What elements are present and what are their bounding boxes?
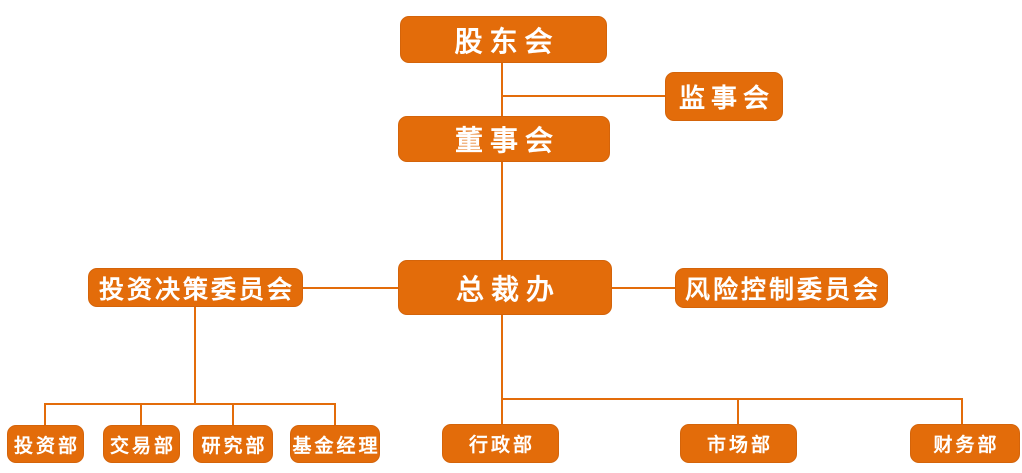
connector-president-risk-committee <box>611 287 675 289</box>
node-admin-dept-label: 行政部 <box>468 434 535 456</box>
node-research-dept-label: 研究部 <box>201 434 268 457</box>
node-risk-control-committee: 风险控制委员会 <box>675 268 888 308</box>
node-trading-dept: 交易部 <box>103 425 180 463</box>
connector-shareholders-supervisory <box>501 95 665 97</box>
node-admin-dept: 行政部 <box>442 424 559 463</box>
node-shareholders-meeting: 股东会 <box>400 16 607 63</box>
node-fund-manager-label: 基金经理 <box>292 434 381 457</box>
node-finance-dept: 财务部 <box>910 424 1020 463</box>
node-supervisory-board: 监事会 <box>665 72 783 121</box>
node-trading-dept-label: 交易部 <box>109 434 176 457</box>
node-investment-dept-label: 投资部 <box>13 434 80 457</box>
node-shareholders-meeting-label: 股东会 <box>454 24 560 58</box>
node-board-of-directors: 董事会 <box>398 116 610 162</box>
connector-board-president <box>501 162 503 260</box>
connector-drop-admin-dept <box>501 398 503 424</box>
connector-drop-fund-manager <box>334 403 336 425</box>
connector-drop-finance-dept <box>961 398 963 424</box>
node-president-office: 总裁办 <box>398 260 612 315</box>
node-fund-manager: 基金经理 <box>290 425 380 463</box>
connector-drop-research-dept <box>232 403 234 425</box>
connector-drop-investment-dept <box>44 403 46 425</box>
connector-right-bus <box>501 398 963 400</box>
node-research-dept: 研究部 <box>193 425 273 463</box>
node-supervisory-board-label: 监事会 <box>678 84 775 114</box>
node-marketing-dept-label: 市场部 <box>706 434 773 456</box>
node-finance-dept-label: 财务部 <box>933 434 1000 456</box>
connector-left-bus <box>45 403 336 405</box>
node-board-of-directors-label: 董事会 <box>454 124 560 157</box>
connector-investment-committee-president <box>303 287 398 289</box>
connector-president-feeder <box>501 315 503 398</box>
connector-committee-feeder <box>194 307 196 403</box>
node-investment-decision-committee-label: 投资决策委员会 <box>98 274 295 304</box>
connector-drop-marketing-dept <box>737 398 739 424</box>
node-risk-control-committee-label: 风险控制委员会 <box>684 275 881 304</box>
node-investment-dept: 投资部 <box>7 425 84 463</box>
node-president-office-label: 总裁办 <box>455 272 561 306</box>
connector-drop-trading-dept <box>140 403 142 425</box>
node-investment-decision-committee: 投资决策委员会 <box>88 268 303 307</box>
node-marketing-dept: 市场部 <box>680 424 797 463</box>
connector-shareholders-board <box>501 63 503 116</box>
